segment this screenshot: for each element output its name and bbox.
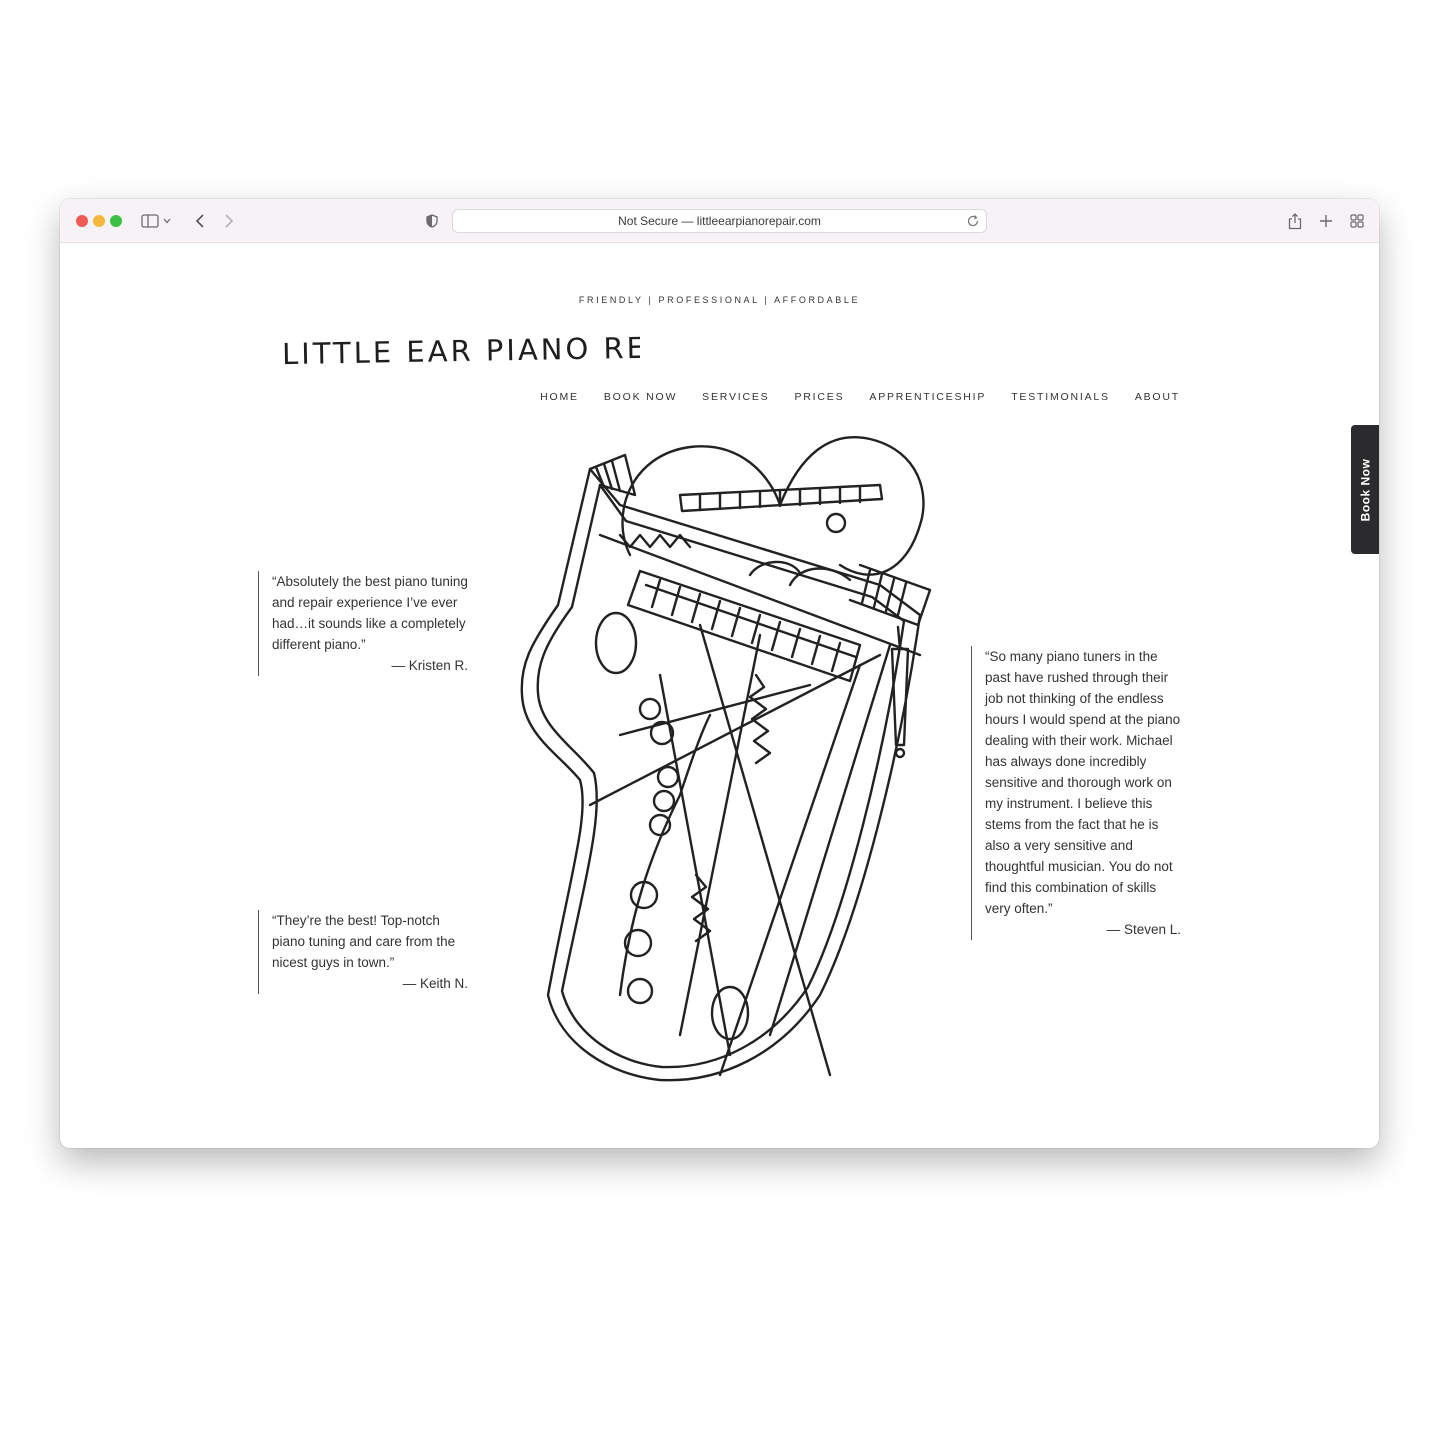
tab-overview-icon[interactable] [1347,211,1367,231]
chevron-down-icon[interactable] [162,211,172,231]
minimize-window-button[interactable] [93,215,105,227]
back-icon[interactable] [190,211,210,231]
book-now-tab[interactable]: Book Now [1351,425,1379,554]
testimonial-author: — Keith N. [402,976,468,991]
nav-home[interactable]: HOME [540,391,579,403]
address-bar[interactable]: Not Secure — littleearpianorepair.com [452,209,987,233]
svg-text:LITTLE EAR PIANO REPAIR: LITTLE EAR PIANO REPAIR [282,329,640,371]
testimonial-author: — Kristen R. [391,658,468,673]
sidebar-icon[interactable] [140,211,160,231]
piano-illustration [520,436,932,1082]
testimonial-keith: “They’re the best! Top-notch piano tunin… [258,910,468,994]
site-logo[interactable]: LITTLE EAR PIANO REPAIR [280,325,640,373]
testimonial-text: “So many piano tuners in the past have r… [985,649,1181,916]
browser-window: Not Secure — littleearpianorepair.com FR… [60,199,1379,1148]
site-tagline: FRIENDLY | PROFESSIONAL | AFFORDABLE [578,295,861,305]
nav-services[interactable]: SERVICES [702,391,770,403]
nav-apprenticeship[interactable]: APPRENTICESHIP [869,391,987,403]
address-text: Not Secure — littleearpianorepair.com [618,214,821,228]
new-tab-icon[interactable] [1316,211,1336,231]
nav-testimonials[interactable]: TESTIMONIALS [1011,391,1110,403]
zoom-window-button[interactable] [110,215,122,227]
share-icon[interactable] [1285,211,1305,231]
nav-book-now[interactable]: BOOK NOW [603,391,678,403]
close-window-button[interactable] [76,215,88,227]
testimonial-text: “Absolutely the best piano tuning and re… [272,574,468,652]
shield-icon[interactable] [422,211,442,231]
nav-prices[interactable]: PRICES [794,391,845,403]
testimonial-kristen: “Absolutely the best piano tuning and re… [258,571,468,676]
reload-icon[interactable] [966,214,980,228]
browser-toolbar: Not Secure — littleearpianorepair.com [60,199,1379,243]
testimonial-author: — Steven L. [1106,922,1181,937]
book-now-tab-label: Book Now [1358,458,1373,521]
nav-about[interactable]: ABOUT [1134,391,1180,403]
web-page: FRIENDLY | PROFESSIONAL | AFFORDABLE LIT… [60,243,1379,1148]
testimonial-steven: “So many piano tuners in the past have r… [971,646,1181,940]
forward-icon[interactable] [219,211,239,231]
main-nav: HOME BOOK NOW SERVICES PRICES APPRENTICE… [540,391,1180,403]
testimonial-text: “They’re the best! Top-notch piano tunin… [272,913,456,970]
